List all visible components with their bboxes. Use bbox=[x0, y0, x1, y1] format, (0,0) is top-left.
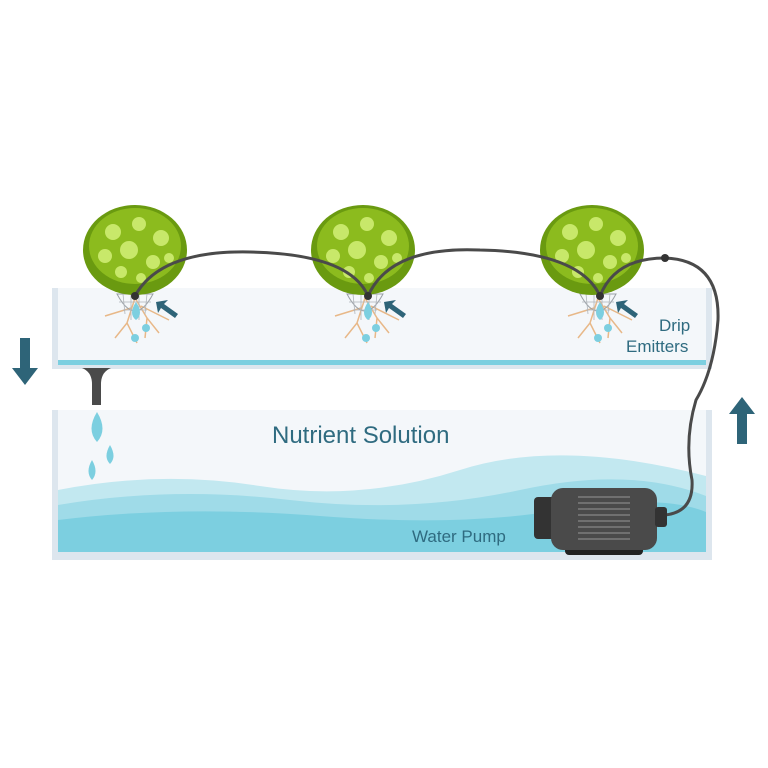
water-pump-label: Water Pump bbox=[412, 527, 506, 546]
drain-spout bbox=[82, 368, 111, 405]
drip-hose bbox=[133, 248, 720, 517]
emitter-pointer-arrows bbox=[156, 300, 638, 318]
emitter-points bbox=[131, 254, 669, 300]
drip-label-line2: Emitters bbox=[626, 337, 689, 356]
emitter-drops bbox=[131, 302, 612, 342]
nutrient-solution-label: Nutrient Solution bbox=[272, 422, 450, 449]
arrow-down-icon bbox=[12, 338, 38, 385]
grow-tray bbox=[52, 288, 712, 369]
water-drop-icon bbox=[88, 412, 114, 480]
water-pump-icon bbox=[534, 488, 667, 555]
drip-label-line1: Drip bbox=[659, 316, 691, 335]
arrow-up-icon bbox=[729, 397, 755, 444]
